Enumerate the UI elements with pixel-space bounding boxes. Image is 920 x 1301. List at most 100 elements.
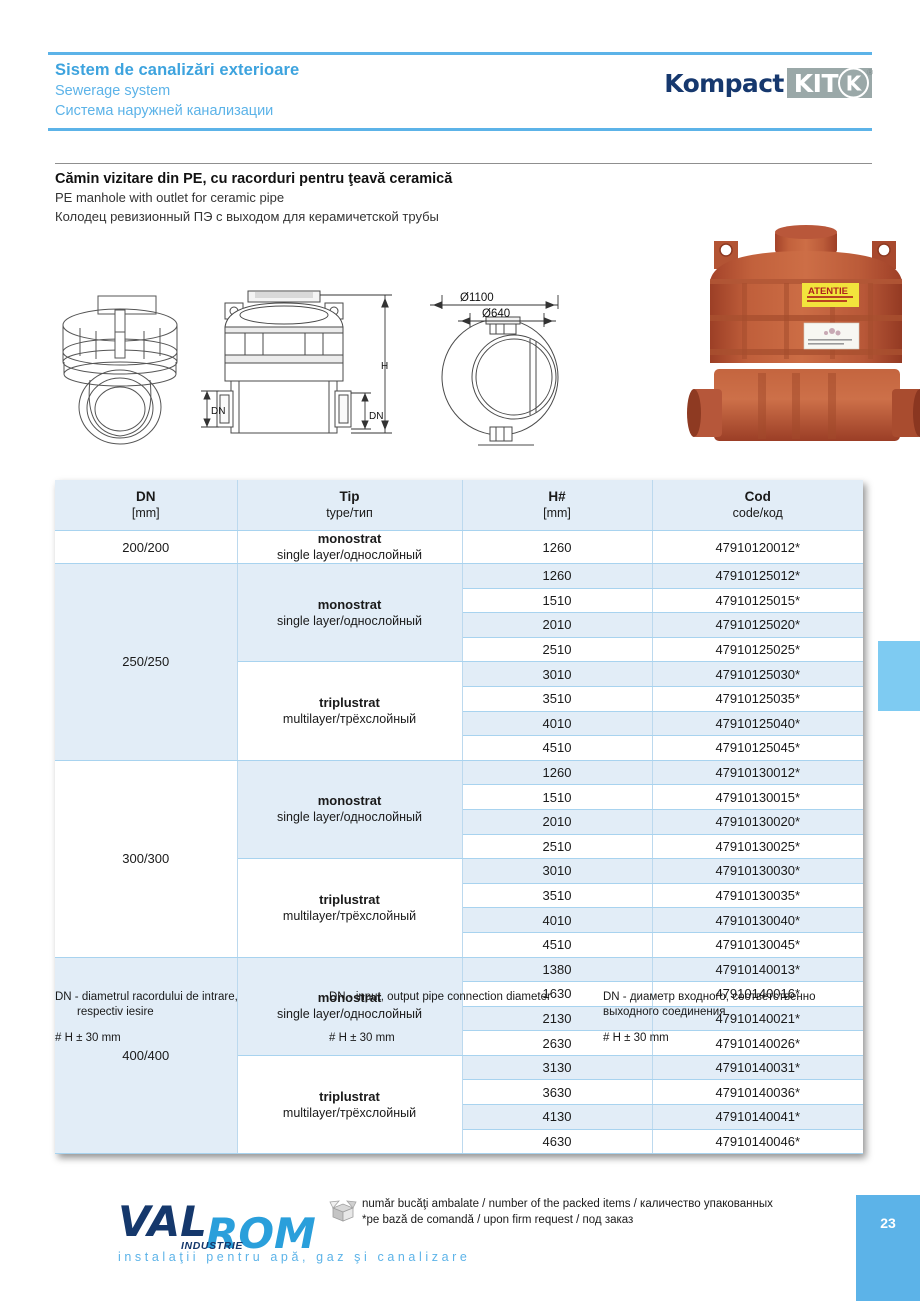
cell-height: 2510 [462,834,653,860]
cell-tip-main: triplustrat [319,1088,380,1104]
header-title-en: Sewerage system [55,83,171,99]
cell-tip-sub: multilayer/трёхслойный [282,1105,417,1120]
cell-height: 3630 [462,1079,653,1106]
column-header-dn-main: DN [136,489,156,504]
column-header-tip: Tip type/тип [237,480,463,531]
product-title-rule [55,163,872,164]
valrom-logo-val: VAL [118,1197,207,1246]
cell-code: 47910130012* [652,760,863,786]
cell-height: 2510 [462,637,653,663]
cell-height: 4510 [462,932,653,958]
cell-dn: 400/400 [55,957,238,1155]
cell-code: 47910125045* [652,735,863,761]
footnote-en-line1: DN - input, output pipe connection diame… [329,991,551,1003]
cell-height: 2010 [462,809,653,835]
cell-dn: 300/300 [55,760,238,958]
cell-tip-main: monostrat [317,990,382,1006]
column-header-dn-sub: [mm] [131,506,160,520]
cell-code: 47910125040* [652,711,863,737]
cell-dn: 250/250 [55,563,238,761]
footnote-ro: DN - diametrul racordului de intrare, re… [55,990,325,1046]
brand-word-kompact: Kompact [664,68,784,98]
dimension-label-outer-diameter: Ø1100 [460,292,494,304]
cell-tip-sub: single layer/однослойный [276,548,422,562]
cell-code: 47910140016* [652,981,863,1007]
cell-height: 4130 [462,1104,653,1130]
column-header-cod-main: Cod [744,489,771,504]
brand-circle-k-icon: K [838,67,869,99]
kompact-kit-logo: Kompact KIT K ® [664,66,873,100]
manhole-plan-view-drawing: Ø1100 Ø640 [412,277,592,452]
valrom-tagline: instalaţii pentru apă, gaz şi canalizare [118,1250,471,1264]
cell-tip-main: monostrat [317,596,382,612]
cell-height: 4630 [462,1129,653,1155]
cell-height: 1510 [462,784,653,810]
column-header-h-sub: [mm] [543,506,571,520]
brand-word-kit: KIT [793,68,839,98]
manhole-3d-line-drawing [48,280,193,445]
footnote-ru-line1: DN - диаметр входного, соответственно [603,991,816,1003]
cell-height: 2630 [462,1030,653,1056]
cell-code: 47910125020* [652,612,863,638]
cell-height: 2130 [462,1006,653,1032]
dimension-label-dn-right: DN [369,411,383,422]
product-title-block: Cămin vizitare din PE, cu racorduri pent… [55,169,452,226]
cell-height: 1260 [462,760,653,786]
cell-dn: 200/200 [55,530,238,564]
table-header-row: DN [mm] Tip type/тип H# [mm] Cod code/ко… [55,480,863,531]
cell-height: 4510 [462,735,653,761]
dimension-label-dn-left: DN [211,406,225,417]
cell-code: 47910130035* [652,883,863,909]
cell-tip-sub: single layer/однослойный [276,613,422,628]
cell-tip-sub: multilayer/трёхслойный [282,908,417,923]
cell-height: 1380 [462,957,653,983]
cell-code: 47910140031* [652,1055,863,1081]
footnote-ru-h: # H ± 30 mm [603,1032,669,1044]
cell-height: 3130 [462,1055,653,1081]
cell-height: 3010 [462,661,653,687]
cell-dn-value: 300/300 [122,851,170,867]
cell-tip-sub: single layer/однослойный [276,810,422,825]
footnote-en: DN - input, output pipe connection diame… [329,990,594,1046]
column-header-tip-sub: type/тип [326,506,373,520]
dimension-label-inner-diameter: Ø640 [482,308,510,320]
footnote-ro-line2: respectiv iesire [77,1006,154,1018]
cell-tip-main: triplustrat [319,891,380,907]
cell-code: 47910125015* [652,588,863,614]
brand-mark-letter: K [845,71,862,95]
product-title-ru: Колодец ревизионный ПЭ с выходом для кер… [55,209,439,224]
column-header-tip-main: Tip [339,489,360,504]
product-title-en: PE manhole with outlet for ceramic pipe [55,190,285,205]
section-color-tab [878,641,920,711]
footnote-ro-line1: DN - diametrul racordului de intrare, [55,991,238,1003]
valrom-logo: VAL ROM INDUSTRIE [118,1196,318,1258]
cell-code: 47910125012* [652,563,863,589]
cell-height: 4010 [462,711,653,737]
cell-code: 47910140013* [652,957,863,983]
cell-dn-value: 250/250 [122,654,170,670]
cell-code: 47910140026* [652,1030,863,1056]
valrom-logo-rom: ROM [206,1209,316,1258]
cell-code: 47910130020* [652,809,863,835]
header-title-block: Sistem de canalizări exterioare Sewerage… [55,60,299,122]
header-title-ru: Система наружней канализации [55,103,274,119]
